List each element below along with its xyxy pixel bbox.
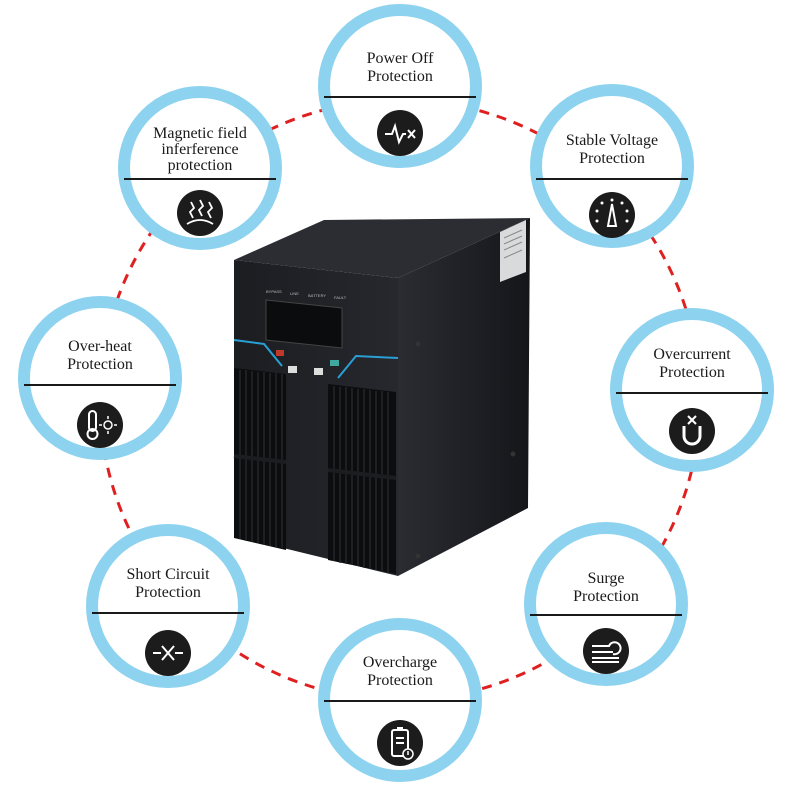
pulse-cross-icon [377,110,423,156]
feature-over-heat: Over-heat Protection [18,296,182,460]
feature-surge: Surge Protection [524,522,688,686]
crossed-line-icon [145,630,191,676]
feature-title-line: Overcurrent [653,346,731,363]
magnet-icon [669,408,715,454]
feature-overcurrent: Overcurrent Protection [610,308,774,472]
battery-alert-icon [377,720,423,766]
feature-title-line: Protection [573,588,639,605]
feature-title-line: Protection [367,672,433,689]
feature-title-line: Overcharge [362,654,438,671]
feature-title-line: Protection [579,150,645,167]
svg-text:BATTERY: BATTERY [308,293,326,298]
feature-title-line: Surge [587,570,625,587]
gauge-icon [589,192,635,238]
feature-magnetic-field: Magnetic field inferference protection [118,86,282,250]
feature-stable-voltage: Stable Voltage Protection [530,84,694,248]
divider [324,700,476,702]
divider [530,614,682,616]
divider [536,178,688,180]
feature-title-line: Power Off [366,50,434,67]
svg-text:LINE: LINE [290,291,299,296]
ups-product-image: BYPASS LINE BATTERY FAULT [233,218,530,576]
feature-title-line: protection [167,157,233,174]
feature-title-line: Magnetic field [153,125,247,142]
divider [92,612,244,614]
divider [24,384,176,386]
feature-overcharge: Overcharge Protection [318,618,482,782]
feature-short-circuit: Short Circuit Protection [86,524,250,688]
feature-title-line: Protection [659,364,725,381]
feature-title-line: inferference [161,141,239,158]
feature-title-line: Protection [67,356,133,373]
wave-icon [583,628,629,674]
divider [616,392,768,394]
feature-power-off: Power Off Protection [318,4,482,168]
divider [124,178,276,180]
feature-title-line: Short Circuit [126,566,210,583]
feature-title-line: Protection [367,68,433,85]
divider [324,96,476,98]
feature-title-line: Protection [135,584,201,601]
svg-text:FAULT: FAULT [334,295,347,300]
feature-title-line: Stable Voltage [565,132,659,149]
svg-text:BYPASS: BYPASS [266,289,282,294]
field-lines-icon [177,190,223,236]
thermometer-sun-icon [77,402,123,448]
feature-title-line: Over-heat [68,338,132,355]
